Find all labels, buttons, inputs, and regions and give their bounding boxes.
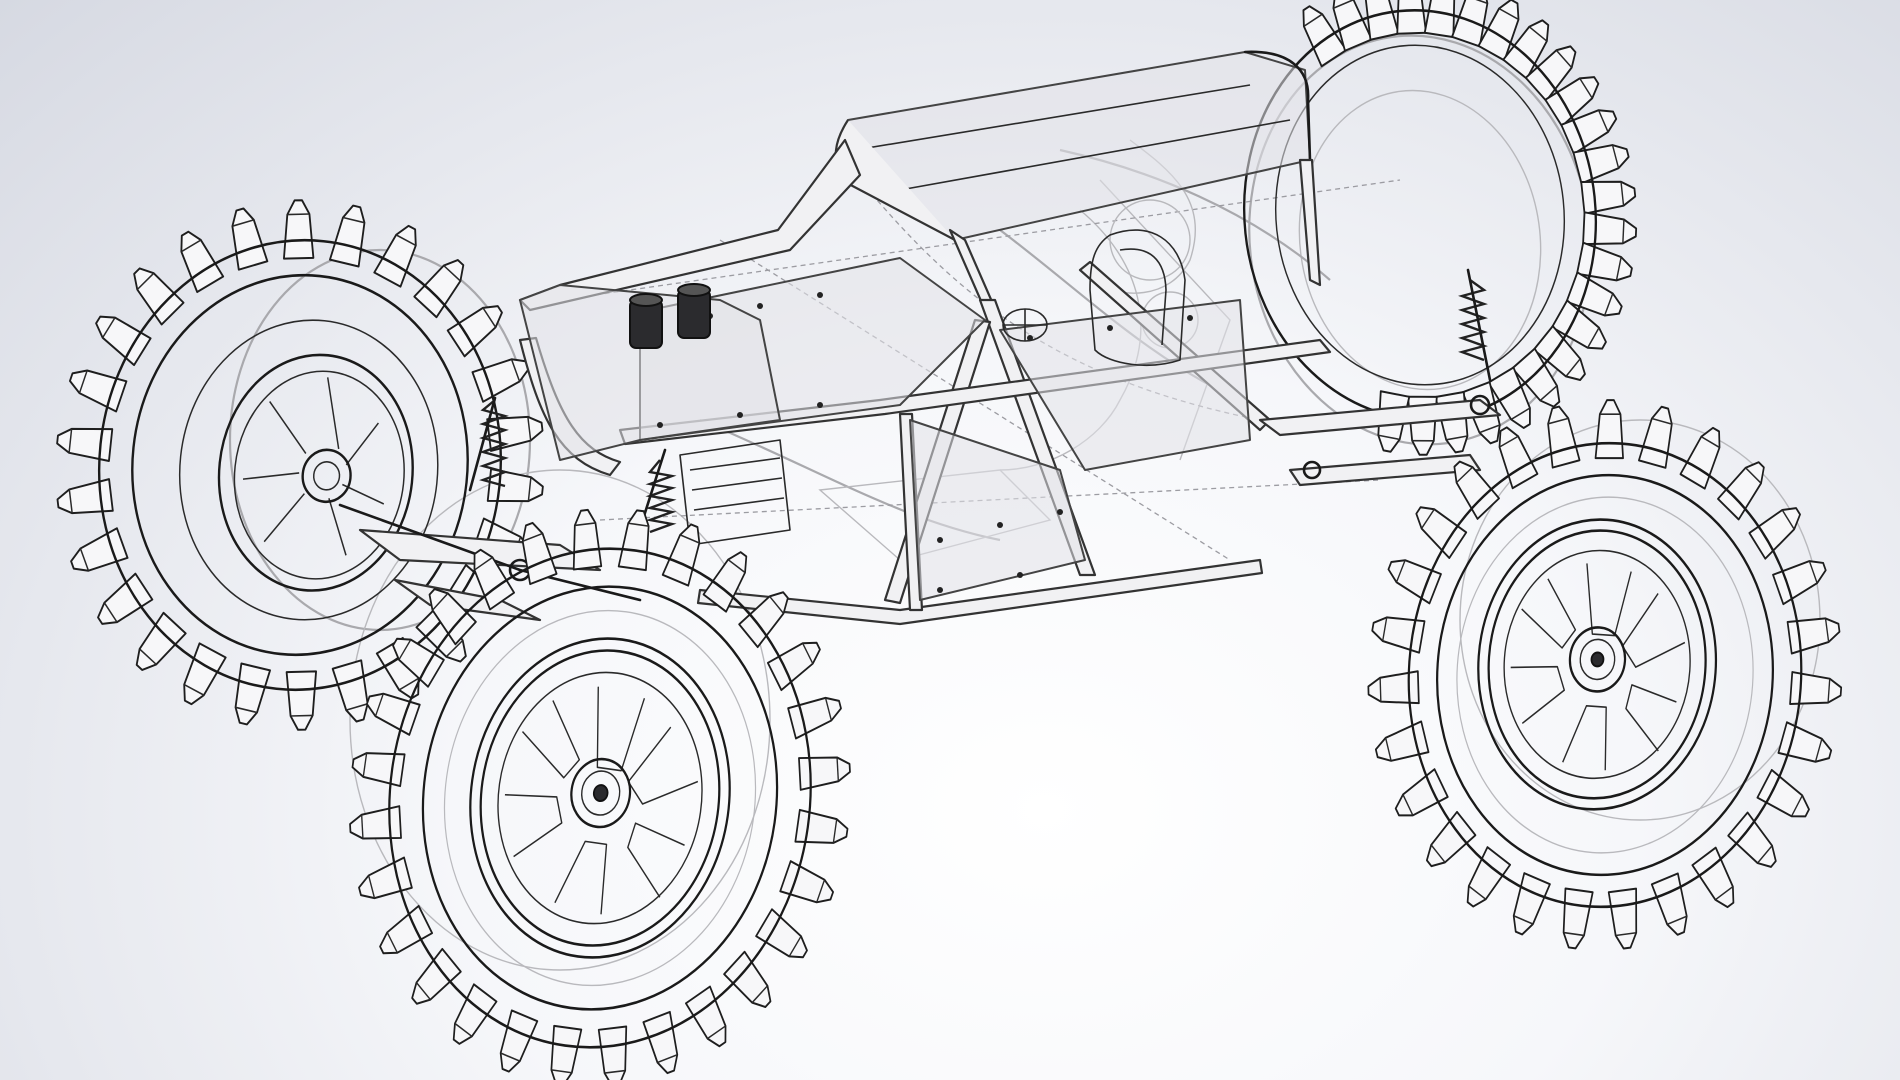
tread-lug: [1458, 846, 1512, 915]
tread-lug: [348, 805, 403, 845]
tread-lug: [755, 908, 814, 969]
tread-lug: [766, 631, 827, 692]
tread-lug: [486, 409, 545, 452]
tread-lug: [1541, 402, 1581, 469]
tread-lug: [491, 1009, 539, 1077]
tread-lug: [55, 478, 114, 521]
shock-front: [1458, 268, 1492, 382]
tread-lug: [285, 670, 318, 732]
tread-lug: [1389, 768, 1449, 827]
engine-cover: [519, 284, 781, 461]
tread-lug: [1777, 721, 1836, 771]
tread-lug: [797, 751, 852, 791]
tread-lugs: [348, 507, 852, 1080]
shock-rear-left: [468, 396, 509, 492]
tread-lug: [1366, 670, 1420, 708]
tread-lug: [90, 572, 154, 635]
seat: [1089, 229, 1186, 366]
wheel-rim-spokes: [242, 377, 385, 556]
side-panel-front: [909, 419, 1086, 601]
tread-lug: [1771, 550, 1831, 606]
tread-lug: [597, 1025, 631, 1080]
tread-lug: [545, 1024, 583, 1080]
tread-lug: [328, 201, 373, 268]
wheel-rim-spokes: [1510, 563, 1686, 771]
tread-lug: [224, 204, 269, 271]
chassis-roll-cage[interactable]: [518, 50, 1332, 626]
tread-lug: [1748, 497, 1808, 560]
tread-lug: [1789, 671, 1844, 709]
tread-lug: [779, 860, 838, 912]
tread-lug: [373, 219, 426, 288]
tread-lug: [349, 746, 406, 788]
tread-lug: [794, 808, 851, 850]
side-panel-mid: [999, 299, 1251, 471]
air-filters: [629, 283, 711, 349]
wheel-rear-left[interactable]: [30, 176, 570, 754]
tread-lug: [171, 224, 225, 294]
wheel-front-left[interactable]: [313, 476, 888, 1080]
tread-lug: [227, 662, 272, 729]
tread-lugs: [1293, 0, 1638, 456]
tread-lug: [1679, 421, 1730, 490]
tread-lug: [1383, 550, 1442, 605]
tread-lug: [1557, 887, 1594, 951]
tread-lug: [642, 1010, 686, 1078]
tread-lug: [88, 305, 152, 367]
wheel-rim-spokes: [504, 686, 699, 915]
tread-lug: [661, 519, 709, 587]
tread-lug: [1408, 496, 1468, 559]
tread-lug: [54, 422, 114, 463]
wheel-front-right[interactable]: [1350, 384, 1860, 967]
tread-lug: [1691, 846, 1744, 915]
tread-lug: [282, 198, 315, 260]
tread-lug: [174, 642, 227, 711]
tread-lug: [569, 507, 603, 571]
tread-lug: [1393, 0, 1428, 35]
tread-lug: [1594, 399, 1626, 460]
tread-lug: [1756, 768, 1816, 828]
steering-wheel: [1002, 308, 1048, 342]
tread-lug: [66, 527, 129, 581]
tread-lug: [65, 361, 128, 413]
tread-lug: [373, 904, 434, 965]
tread-lug: [1582, 211, 1638, 250]
tread-lug: [1580, 175, 1638, 215]
engine-block: [679, 439, 791, 546]
tread-lug: [331, 659, 376, 726]
tread-lug: [684, 985, 736, 1054]
tread-lug: [1607, 887, 1642, 951]
tread-lug: [1637, 402, 1680, 469]
